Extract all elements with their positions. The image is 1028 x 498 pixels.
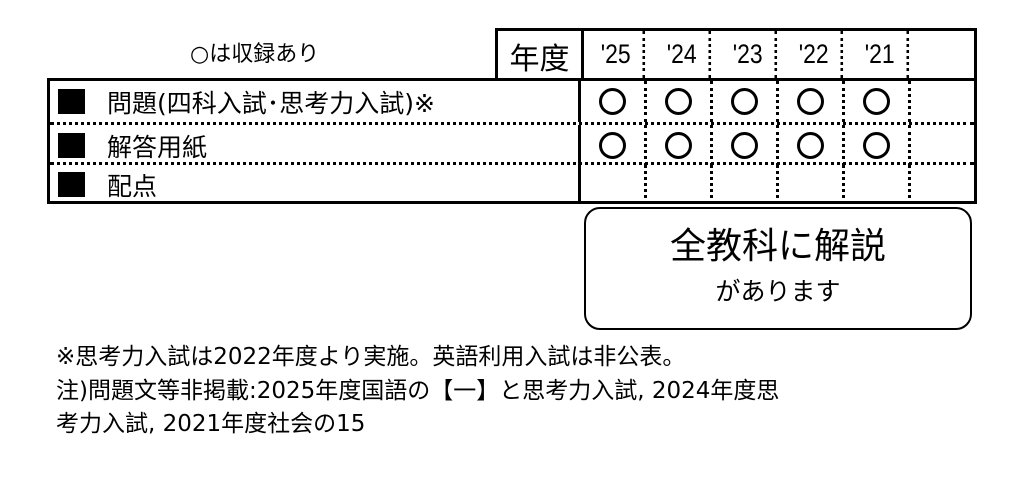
explanation-note-box: 全教科に解説 があります xyxy=(584,207,972,330)
circle-marker-icon: ○ xyxy=(190,42,210,67)
circle-mark-icon xyxy=(863,132,890,159)
cell-blank xyxy=(911,81,974,122)
note-line-1: 全教科に解説 xyxy=(669,226,886,267)
cell-2025 xyxy=(581,81,647,122)
table-row-problems: 問題(四科入試･思考力入試)※ xyxy=(50,81,974,122)
circle-mark-icon xyxy=(599,132,626,159)
footnote-1: ※思考力入試は2022年度より実施。英語利用入試は非公表。 xyxy=(56,344,686,370)
square-bullet-icon xyxy=(58,89,85,114)
cell-blank xyxy=(911,125,974,166)
cell-2024 xyxy=(647,125,713,166)
cell-2021 xyxy=(845,165,911,204)
cell-2022 xyxy=(779,125,845,166)
square-bullet-icon xyxy=(58,172,85,197)
footnote-2: 注)問題文等非掲載:2025年度国語の【一】と思考力入試, 2024年度思 xyxy=(56,378,780,404)
circle-mark-icon xyxy=(665,132,692,159)
year-header-label: 年度 xyxy=(498,31,584,78)
circle-mark-icon xyxy=(797,132,824,159)
cell-2023 xyxy=(713,125,779,166)
contents-table: 問題(四科入試･思考力入試)※ 解答用紙 配点 xyxy=(47,78,977,204)
recorded-legend: ○は収録あり xyxy=(190,36,319,68)
cell-2024 xyxy=(647,165,713,204)
cell-2021 xyxy=(845,125,911,166)
cell-2023 xyxy=(713,81,779,122)
table-row-answer-sheet: 解答用紙 xyxy=(50,122,974,166)
legend-text: は収録あり xyxy=(209,42,320,67)
note-line-2: があります xyxy=(715,277,841,306)
row-label: 解答用紙 xyxy=(50,125,581,166)
circle-mark-icon xyxy=(665,88,692,115)
cell-2022 xyxy=(779,165,845,204)
row-label: 配点 xyxy=(50,165,581,204)
cell-2022 xyxy=(779,81,845,122)
year-2024: '24 xyxy=(655,31,712,78)
year-2023: '23 xyxy=(721,31,778,78)
footnote-3: 考力入試, 2021年度社会の15 xyxy=(56,411,366,437)
circle-mark-icon xyxy=(731,132,758,159)
circle-mark-icon xyxy=(863,88,890,115)
table-row-points: 配点 xyxy=(50,162,974,204)
cell-2021 xyxy=(845,81,911,122)
year-2021: '21 xyxy=(853,31,910,78)
circle-mark-icon xyxy=(797,88,824,115)
cell-2025 xyxy=(581,125,647,166)
year-header: 年度 '25 '24 '23 '22 '21 xyxy=(495,28,977,78)
cell-2023 xyxy=(713,165,779,204)
row-label: 問題(四科入試･思考力入試)※ xyxy=(50,81,581,122)
year-2022: '22 xyxy=(787,31,844,78)
year-blank xyxy=(919,31,970,78)
square-bullet-icon xyxy=(58,133,85,158)
cell-2025 xyxy=(581,165,647,204)
year-2025: '25 xyxy=(589,31,646,78)
cell-2024 xyxy=(647,81,713,122)
cell-blank xyxy=(911,165,974,204)
circle-mark-icon xyxy=(731,88,758,115)
circle-mark-icon xyxy=(599,88,626,115)
